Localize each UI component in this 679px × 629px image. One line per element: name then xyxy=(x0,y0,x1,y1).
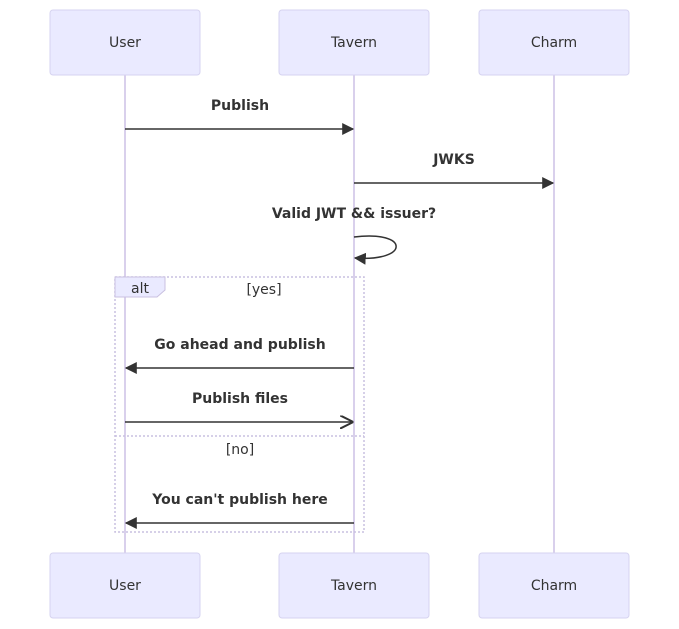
message-valid-jwt-label: Valid JWT && issuer? xyxy=(272,206,436,222)
alt-condition-no: [no] xyxy=(226,442,254,458)
message-cant-publish-label: You can't publish here xyxy=(151,492,328,508)
alt-frame xyxy=(114,276,365,533)
actor-user-top: User xyxy=(49,9,201,76)
actor-tavern-bottom: Tavern xyxy=(278,552,430,619)
actor-charm-bottom: Charm xyxy=(478,552,630,619)
actor-user-top-label: User xyxy=(109,35,141,51)
alt-frame-tab xyxy=(114,276,166,298)
alt-frame-label: alt xyxy=(131,281,149,297)
actor-tavern-top: Tavern xyxy=(278,9,430,76)
message-publish-label: Publish xyxy=(211,98,269,114)
actor-charm-top-label: Charm xyxy=(531,35,577,51)
message-jwks-label: JWKS xyxy=(432,152,475,168)
actor-user-bottom: User xyxy=(49,552,201,619)
message-go-ahead-label: Go ahead and publish xyxy=(154,337,325,353)
actor-tavern-bottom-label: Tavern xyxy=(330,578,377,594)
alt-condition-yes: [yes] xyxy=(246,282,281,298)
message-publish-files-label: Publish files xyxy=(192,391,288,407)
actor-tavern-top-label: Tavern xyxy=(330,35,377,51)
actor-charm-bottom-label: Charm xyxy=(531,578,577,594)
message-valid-jwt-arrow xyxy=(353,235,397,265)
actor-user-bottom-label: User xyxy=(109,578,141,594)
actor-charm-top: Charm xyxy=(478,9,630,76)
